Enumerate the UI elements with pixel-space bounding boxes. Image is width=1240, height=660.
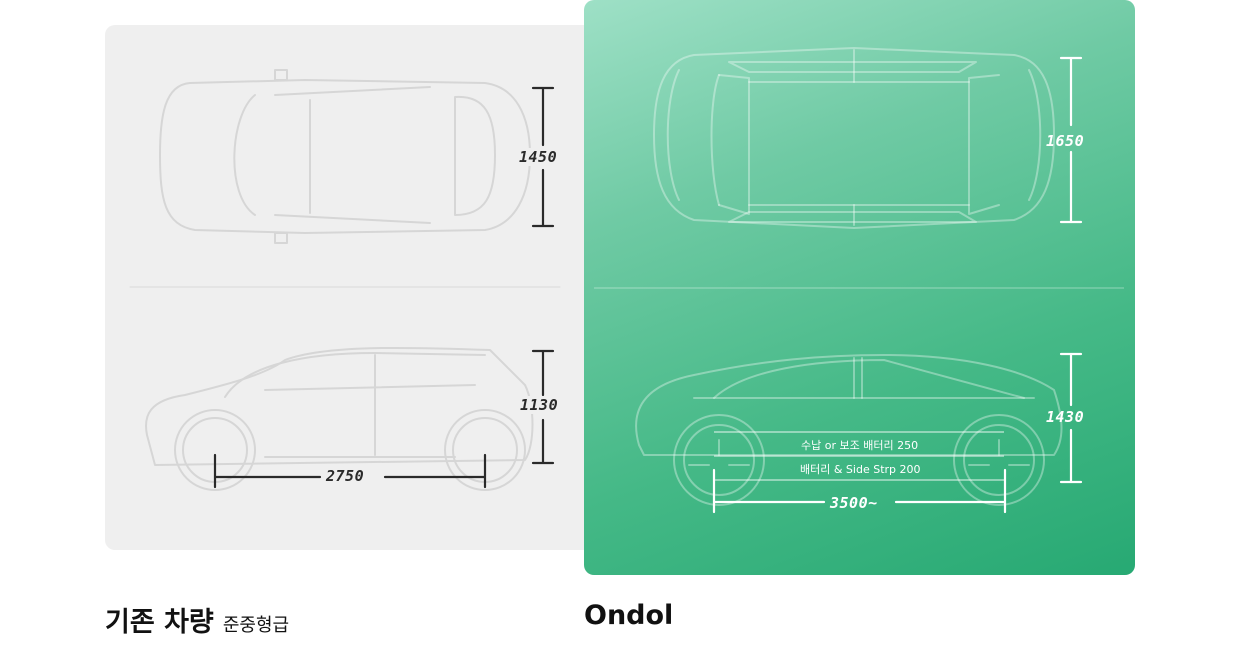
ondol-car-sketch-icon xyxy=(594,47,1124,514)
existing-width-label: 1450 xyxy=(518,148,559,166)
ondol-width-label: 1650 xyxy=(1046,132,1085,150)
existing-vehicle-panel: 1450 1130 2750 xyxy=(105,25,605,550)
ondol-layer-2-label: 배터리 & Side Strp 200 xyxy=(800,463,921,476)
existing-height-label: 1130 xyxy=(519,396,560,414)
ondol-layer-1-label: 수납 or 보조 배터리 250 xyxy=(801,439,919,452)
existing-wheelbase-label: 2750 xyxy=(325,467,366,485)
ondol-caption: Ondol xyxy=(584,600,673,631)
ondol-caption-title: Ondol xyxy=(584,600,674,631)
existing-vehicle-caption: 기존 차량 준중형급 xyxy=(105,600,289,639)
ondol-height-label: 1430 xyxy=(1046,408,1085,426)
ondol-wheelbase-label: 3500~ xyxy=(830,494,878,512)
existing-car-sketch-icon xyxy=(129,69,561,491)
existing-caption-subtitle: 준중형급 xyxy=(222,615,290,636)
ondol-vehicle-panel: 1650 1430 수납 or 보조 배터리 250 배터리 & Side St… xyxy=(584,0,1135,575)
existing-caption-title: 기존 차량 xyxy=(105,607,214,638)
